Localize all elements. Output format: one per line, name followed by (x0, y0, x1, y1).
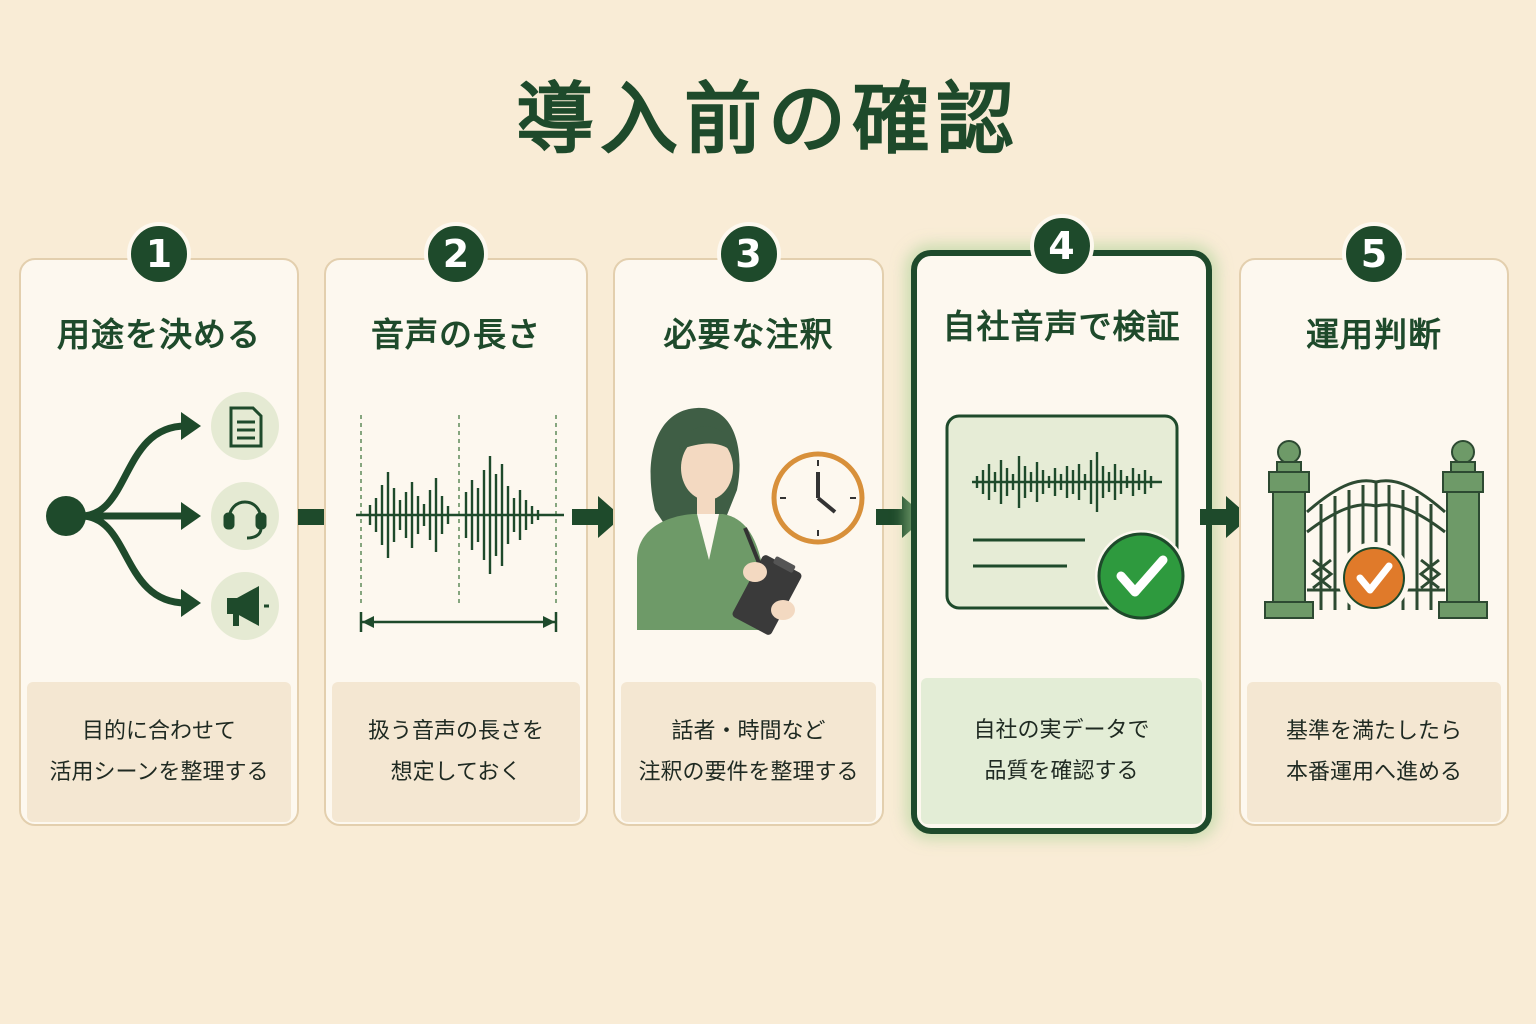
step-card-1: 1 用途を決める 目的に合わせて 活用シーンを整理する (19, 222, 299, 826)
clipboard-icon (732, 555, 802, 635)
step-card-5: 5 運用判断 (1239, 222, 1509, 826)
verified-audio-icon (945, 414, 1187, 622)
person-taking-notes-icon (637, 407, 865, 635)
step-description: 話者・時間など 注釈の要件を整理する (621, 682, 876, 822)
headset-icon (223, 500, 267, 540)
gate-pillar-left (1264, 440, 1314, 619)
step-title: 必要な注釈 (663, 315, 834, 354)
step-description: 自社の実データで 品質を確認する (921, 678, 1202, 824)
gate-pillar-right (1438, 440, 1488, 619)
step-title: 用途を決める (57, 315, 261, 354)
step-number-badge: 2 (424, 222, 488, 286)
megaphone-icon (227, 586, 269, 626)
document-icon (229, 406, 263, 448)
step-title: 音声の長さ (371, 315, 541, 354)
step-number-badge: 4 (1029, 214, 1094, 278)
check-circle-icon (1338, 542, 1410, 614)
step-description: 扱う音声の長さを 想定しておく (332, 682, 580, 822)
step-title: 自社音声で検証 (942, 307, 1181, 346)
step-card-2: 2 音声の長さ 扱う音声の長さを 想定しておく (324, 222, 588, 826)
step-number-badge: 3 (716, 222, 781, 286)
step-card-4: 4 自社音声で検証 自社の実データで 品質を確認する (911, 214, 1212, 834)
branching-use-cases-icon (46, 392, 279, 640)
step-card-3: 3 必要な注釈 話者・時間など 注釈の要件を整理する (613, 222, 884, 826)
step-number-badge: 5 (1342, 222, 1406, 286)
step-description: 目的に合わせて 活用シーンを整理する (27, 682, 291, 822)
clock-icon (771, 451, 865, 545)
arrow-right-icon (1200, 496, 1250, 538)
page-title: 導入前の確認 (515, 75, 1020, 165)
arrow-right-icon (572, 496, 622, 538)
check-circle-icon (1095, 530, 1187, 622)
step-number-badge: 1 (127, 222, 191, 286)
waveform-length-icon (356, 415, 564, 632)
step-description: 基準を満たしたら 本番運用へ進める (1247, 682, 1501, 822)
step-title: 運用判断 (1306, 315, 1442, 354)
gate-approval-icon (1264, 440, 1488, 619)
